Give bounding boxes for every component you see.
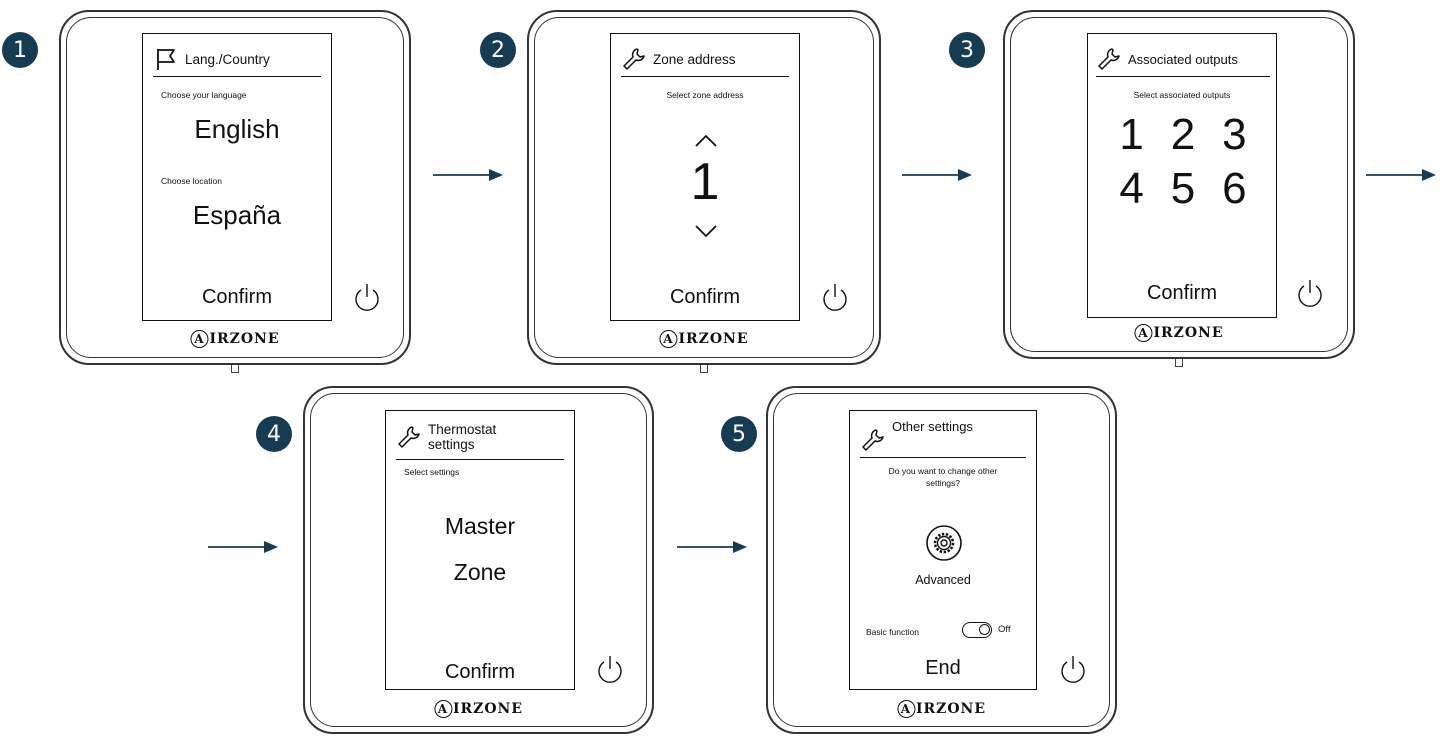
zone-address-label: Select zone address <box>666 90 744 100</box>
zone-address-value: 1 <box>690 153 720 211</box>
thermostat-device-2: Zone address Select zone address 1 Confi… <box>527 10 881 373</box>
step-badge-4: 4 <box>256 416 292 452</box>
other-settings-question: Do you want to change other settings? <box>888 466 998 488</box>
output-4[interactable]: 4 <box>1119 164 1144 213</box>
device-screen-2: Zone address Select zone address 1 Confi… <box>610 33 800 321</box>
output-5[interactable]: 5 <box>1170 164 1196 213</box>
screen-title: Zone address <box>653 51 736 67</box>
device-screen-1: Lang./Country Choose your language Engli… <box>142 33 332 321</box>
flow-arrow <box>433 169 503 181</box>
language-value[interactable]: English <box>194 114 280 144</box>
thermostat-device-3: Associated outputs Select associated out… <box>1003 10 1355 367</box>
confirm-button[interactable]: Confirm <box>201 286 272 308</box>
wrench-icon <box>1098 48 1120 70</box>
power-icon[interactable] <box>352 282 382 312</box>
basic-function-state: Off <box>998 624 1011 635</box>
chevron-down-icon[interactable] <box>694 224 718 238</box>
advanced-label[interactable]: Advanced <box>915 573 971 587</box>
language-label: Choose your language <box>161 90 247 100</box>
flow-arrow <box>902 169 972 181</box>
flow-arrow <box>677 541 747 553</box>
settings-label: Select settings <box>404 467 460 477</box>
device-screen-3: Associated outputs Select associated out… <box>1087 33 1277 318</box>
screen-title: Lang./Country <box>185 51 270 67</box>
output-1[interactable]: 1 <box>1119 110 1144 159</box>
basic-function-label: Basic function <box>866 627 919 637</box>
wrench-icon <box>862 429 884 451</box>
device-screen-5: Other settings Do you want to change oth… <box>849 410 1037 690</box>
power-icon[interactable] <box>595 654 625 684</box>
confirm-button[interactable]: Confirm <box>444 661 515 683</box>
device-nub <box>1175 359 1183 367</box>
flow-arrow <box>208 541 278 553</box>
output-2[interactable]: 2 <box>1170 110 1196 159</box>
step-badge-1: 1 <box>2 32 38 68</box>
power-icon[interactable] <box>820 282 850 312</box>
outputs-label: Select associated outputs <box>1133 90 1231 100</box>
flag-icon <box>157 49 175 70</box>
screen-title: Associated outputs <box>1128 51 1238 67</box>
wrench-icon <box>623 48 645 70</box>
outputs-grid: 1 2 3 4 5 6 <box>1106 108 1260 216</box>
basic-function-toggle[interactable] <box>962 622 992 638</box>
chevron-up-icon[interactable] <box>694 134 718 148</box>
zone-option[interactable]: Zone <box>453 559 507 585</box>
end-button[interactable]: End <box>925 657 961 679</box>
device-nub <box>700 365 708 373</box>
gear-icon[interactable] <box>924 523 964 563</box>
location-label: Choose location <box>161 176 222 186</box>
screen-title: Other settings <box>892 419 973 434</box>
screen-header: Other settings <box>860 413 1026 458</box>
wrench-icon <box>398 426 420 448</box>
confirm-button[interactable]: Confirm <box>1146 282 1217 304</box>
step-badge-2: 2 <box>480 32 516 68</box>
step-badge-5: 5 <box>721 416 757 452</box>
screen-header: Associated outputs <box>1096 42 1270 77</box>
thermostat-device-1: Lang./Country Choose your language Engli… <box>59 10 411 373</box>
master-option[interactable]: Master <box>444 513 516 539</box>
output-6[interactable]: 6 <box>1222 164 1247 213</box>
output-3[interactable]: 3 <box>1222 110 1247 159</box>
location-value[interactable]: España <box>192 200 282 230</box>
power-icon[interactable] <box>1058 654 1088 684</box>
device-nub <box>231 365 239 373</box>
thermostat-device-5: Other settings Do you want to change oth… <box>766 386 1117 734</box>
toggle-knob <box>979 624 990 635</box>
screen-header: Lang./Country <box>153 42 321 77</box>
confirm-button[interactable]: Confirm <box>669 286 740 308</box>
flow-arrow <box>1366 169 1436 181</box>
step-badge-3: 3 <box>949 32 985 68</box>
screen-header: Zone address <box>621 42 789 77</box>
power-icon[interactable] <box>1295 278 1325 308</box>
